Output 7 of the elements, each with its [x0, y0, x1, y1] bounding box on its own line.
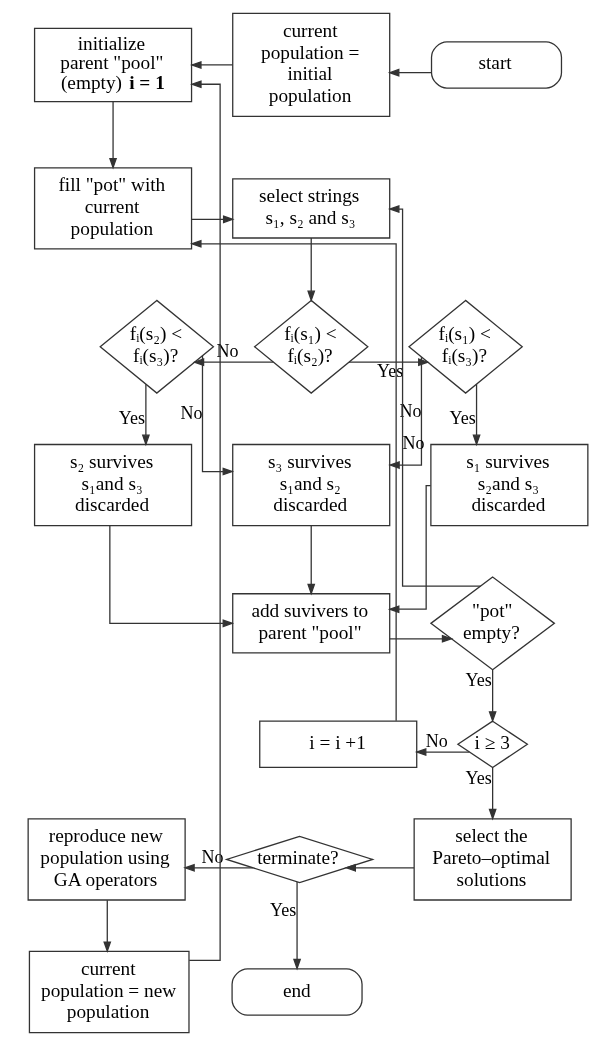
edge-label: No: [180, 403, 203, 424]
edge-label: No: [425, 731, 448, 752]
edge-label: Yes: [118, 408, 146, 429]
edge-label: Yes: [465, 767, 492, 788]
edge-label: Yes: [465, 669, 492, 690]
edge-label: Yes: [270, 899, 297, 920]
edge-label: Yes: [449, 408, 476, 429]
